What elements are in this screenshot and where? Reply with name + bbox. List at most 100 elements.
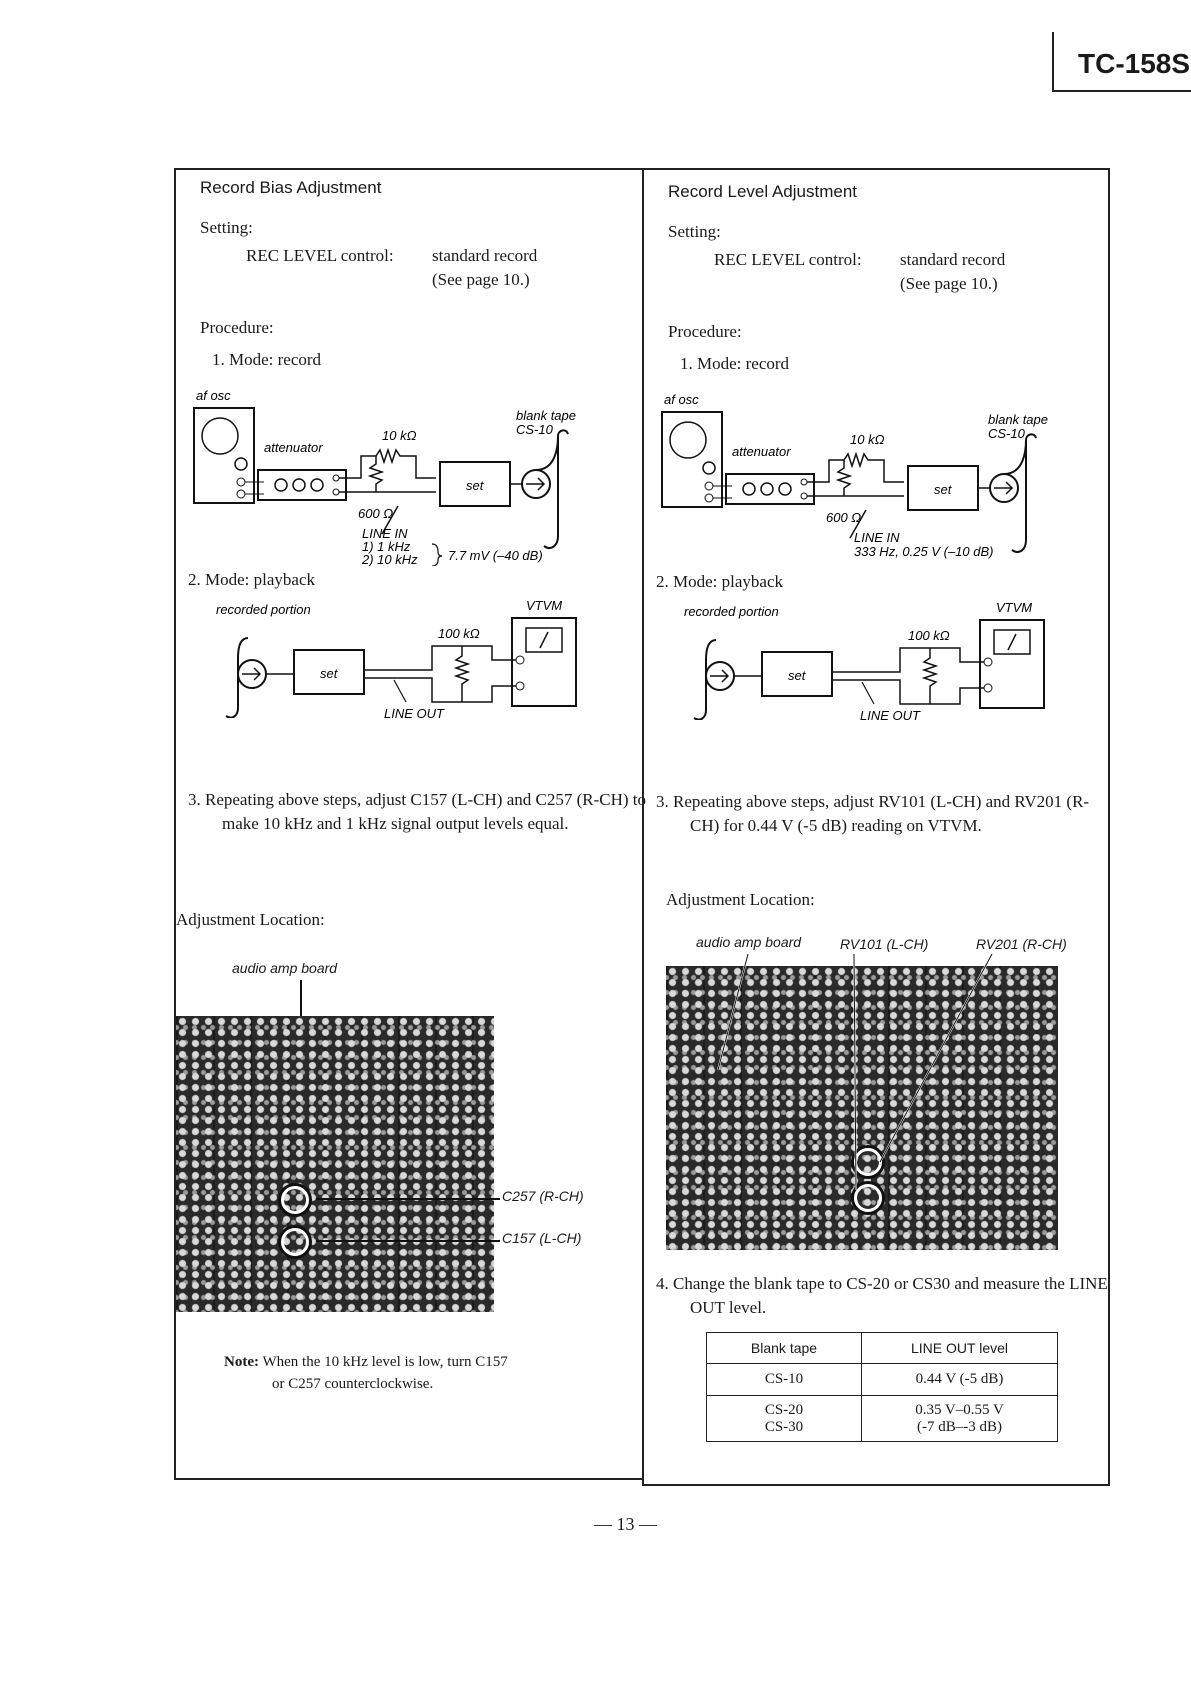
vtvm-meter [993, 629, 1031, 655]
resistor-10k [339, 447, 436, 479]
c257-label: C257 (R-CH) [502, 1188, 584, 1204]
resistor-100k [921, 648, 939, 704]
rv101-location [854, 1184, 882, 1212]
note-text-2: or C257 counterclockwise. [272, 1376, 434, 1392]
step-1: 1. Mode: record [212, 350, 322, 369]
step-3: 3. Repeating above steps, adjust C157 (L… [188, 790, 646, 833]
header-blank-tape: Blank tape [706, 1332, 862, 1364]
cell-tape-line-2: CS-30 [764, 1418, 804, 1435]
cell-level-line-2: (-7 dB–-3 dB) [917, 1418, 1002, 1435]
c157-location [281, 1228, 309, 1256]
attenuator-label: attenuator [264, 440, 323, 455]
c157-leader [316, 1240, 500, 1242]
af-osc-dial [669, 421, 707, 459]
line-out-label: LINE OUT [384, 706, 445, 718]
resistor-600 [835, 460, 853, 496]
resistor-10k-label: 10 kΩ [850, 432, 885, 447]
see-page-note: (See page 10.) [432, 270, 530, 289]
c157-label: C157 (L-CH) [502, 1230, 582, 1246]
record-connection-diagram: af osc attenuator 10 kΩ 600 Ω set blank … [193, 388, 576, 566]
resistor-10k [807, 451, 904, 483]
rec-level-value: standard record [432, 246, 538, 265]
section-title: Record Level Adjustment [668, 182, 857, 201]
table-header-row: Blank tape LINE OUT level [706, 1332, 1058, 1364]
resistor-600-label: 600 Ω [826, 510, 861, 525]
set-label: set [320, 666, 339, 681]
section-title: Record Bias Adjustment [200, 178, 382, 197]
set-label: set [466, 478, 485, 493]
vtvm-label: VTVM [526, 598, 562, 613]
rv101-label: RV101 (L-CH) [840, 936, 929, 952]
attenuator-box [725, 473, 815, 505]
record-connection-diagram: af osc attenuator 10 kΩ 600 Ω set blank … [661, 392, 1048, 559]
attenuator-label: attenuator [732, 444, 791, 459]
board-label: audio amp board [696, 934, 802, 950]
cell-level: 0.44 V (-5 dB) [861, 1363, 1058, 1396]
step-1: 1. Mode: record [680, 354, 790, 373]
vtvm-label: VTVM [996, 600, 1032, 615]
step-4: 4. Change the blank tape to CS-20 or CS3… [656, 1274, 1108, 1317]
audio-amp-board-photo [176, 1016, 494, 1312]
af-osc-label: af osc [196, 388, 231, 403]
c257-leader [316, 1198, 500, 1200]
resistor-10k-label: 10 kΩ [382, 428, 417, 443]
audio-amp-board-photo [666, 966, 1058, 1250]
model-number: TC-158S [1052, 32, 1191, 92]
resistor-100k-label: 100 kΩ [908, 628, 950, 643]
vtvm-box [511, 617, 577, 707]
table-row: CS-10 0.44 V (-5 dB) [706, 1363, 1058, 1396]
vtvm-box [979, 619, 1045, 709]
attenuator-box [257, 469, 347, 501]
set-label: set [934, 482, 953, 497]
freq-1khz: 1) 1 kHz [362, 539, 411, 554]
page-number: — 13 — [594, 1514, 657, 1534]
cell-tape: CS-10 [706, 1363, 862, 1396]
resistor-100k [453, 646, 471, 702]
step-3: 3. Repeating above steps, adjust RV101 (… [656, 792, 1090, 835]
playback-connection-diagram: recorded portion VTVM 100 kΩ set LINE OU… [684, 600, 1045, 720]
input-level: 7.7 mV (–40 dB) [448, 548, 543, 563]
table-row: CS-20 CS-30 0.35 V–0.55 V (-7 dB–-3 dB) [706, 1395, 1058, 1442]
af-osc-dial [201, 417, 239, 455]
af-osc-box [661, 411, 723, 508]
note: Note: When the 10 kHz level is low, turn… [224, 1354, 508, 1371]
line-in-label: LINE IN [854, 530, 900, 545]
record-level-panel: Record Level Adjustment Setting: REC LEV… [642, 168, 1110, 1486]
cell-level: 0.35 V–0.55 V (-7 dB–-3 dB) [861, 1395, 1058, 1442]
blank-tape-label: blank tape [516, 408, 576, 423]
af-osc-label: af osc [664, 392, 699, 407]
c257-location [281, 1186, 309, 1214]
header-line-out-level: LINE OUT level [861, 1332, 1058, 1364]
resistor-100k-label: 100 kΩ [438, 626, 480, 641]
recorded-portion-label: recorded portion [216, 602, 311, 617]
rec-level-label: REC LEVEL control: [246, 246, 394, 265]
line-in-label: LINE IN [362, 526, 408, 541]
record-bias-panel: Record Bias Adjustment Setting: REC LEVE… [174, 168, 646, 1480]
playback-connection-diagram: recorded portion VTVM 100 kΩ set LINE OU… [216, 598, 577, 718]
set-box [293, 649, 365, 695]
recorded-portion-label: recorded portion [684, 604, 779, 619]
cell-level-line-1: 0.35 V–0.55 V [915, 1401, 1004, 1418]
resistor-600-label: 600 Ω [358, 506, 393, 521]
photo-leader-lines [717, 953, 993, 1191]
step-2: 2. Mode: playback [656, 572, 783, 591]
line-out-level-table: Blank tape LINE OUT level CS-10 0.44 V (… [706, 1332, 1058, 1442]
af-osc-box [193, 407, 255, 504]
cs10-label: CS-10 [988, 426, 1026, 441]
cell-tape: CS-20 CS-30 [706, 1395, 862, 1442]
line-out-label: LINE OUT [860, 708, 921, 720]
adjustment-location-label: Adjustment Location: [666, 890, 815, 909]
procedure-label: Procedure: [200, 318, 274, 337]
setting-label: Setting: [200, 218, 253, 237]
adjustment-location-label: Adjustment Location: [176, 910, 325, 929]
step-2: 2. Mode: playback [188, 570, 315, 589]
rec-level-value: standard record [900, 250, 1006, 269]
blank-tape-label: blank tape [988, 412, 1048, 427]
board-label: audio amp board [232, 960, 338, 976]
input-level: 333 Hz, 0.25 V (–10 dB) [854, 544, 993, 559]
cs10-label: CS-10 [516, 422, 554, 437]
freq-10khz: 2) 10 kHz [361, 552, 418, 566]
rv201-label: RV201 (R-CH) [976, 936, 1067, 952]
rec-level-label: REC LEVEL control: [714, 250, 862, 269]
note-label: Note: [224, 1354, 259, 1370]
